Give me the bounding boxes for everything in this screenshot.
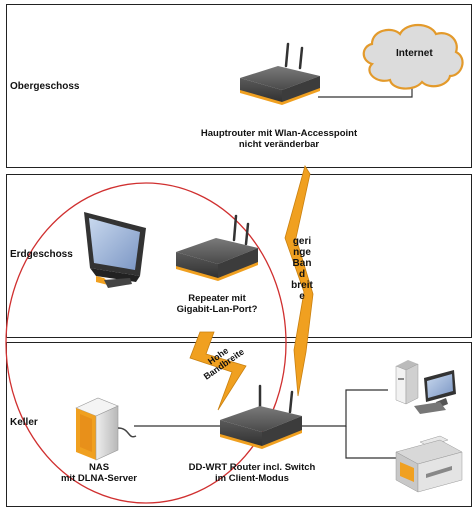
floor-label-erdgeschoss: Erdgeschoss — [10, 249, 73, 260]
nas-caption: NAS mit DLNA-Server — [54, 462, 144, 484]
low-bandwidth-line: e — [299, 291, 305, 302]
main-router-caption-line2: nicht veränderbar — [238, 139, 320, 150]
wireless-link-low-bandwidth — [284, 165, 314, 397]
nas-caption-line2: mit DLNA-Server — [60, 473, 138, 484]
ddwrt-caption-line1: DD-WRT Router incl. Switch — [188, 462, 316, 473]
printer-icon — [395, 435, 463, 493]
pc-link-line — [302, 389, 388, 427]
low-bandwidth-line: d — [298, 269, 306, 280]
low-bandwidth-line: nge — [293, 247, 311, 258]
repeater-caption-line2: Gigabit-Lan-Port? — [176, 304, 258, 315]
low-bandwidth-line: geri — [292, 236, 312, 247]
low-bandwidth-line: Ban — [292, 258, 312, 269]
repeater-caption-line1: Repeater mit — [188, 293, 246, 304]
ddwrt-router-caption: DD-WRT Router incl. Switch im Client-Mod… — [184, 462, 320, 484]
router-icon — [220, 384, 302, 449]
low-bandwidth-line: breit — [291, 280, 313, 291]
desktop-pc-icon — [395, 360, 456, 414]
main-router-caption-line1: Hauptrouter mit Wlan-Accesspoint — [200, 128, 358, 139]
router-icon — [240, 42, 320, 105]
ddwrt-caption-line2: im Client-Modus — [215, 473, 289, 484]
internet-label: Internet — [396, 48, 433, 59]
floor-label-keller: Keller — [10, 417, 38, 428]
cloud-icon — [362, 23, 464, 90]
repeater-caption: Repeater mit Gigabit-Lan-Port? — [162, 293, 272, 315]
nas-icon — [75, 397, 137, 461]
highlight-circle — [5, 182, 287, 504]
main-router-caption: Hauptrouter mit Wlan-Accesspoint nicht v… — [184, 128, 374, 150]
wireless-link-high-bandwidth — [189, 331, 247, 411]
printer-link-line — [345, 426, 396, 459]
router-icon — [176, 214, 258, 281]
floor-label-obergeschoss: Obergeschoss — [10, 81, 80, 92]
low-bandwidth-label: geri nge Ban d breit e — [284, 236, 320, 302]
monitor-icon — [84, 212, 146, 288]
nas-caption-line1: NAS — [88, 462, 110, 473]
